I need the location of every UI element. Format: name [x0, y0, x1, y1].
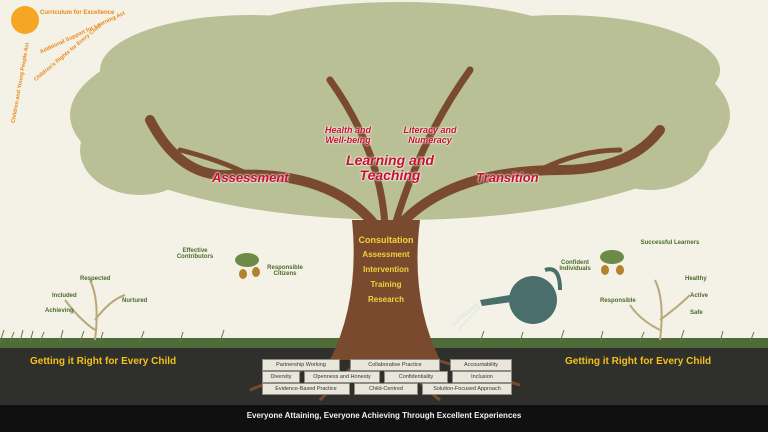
value-collaborative: Collaborative Practice [350, 359, 440, 371]
indicator-safe: Safe [690, 310, 703, 316]
canopy [70, 2, 730, 220]
value-accountability: Accountability [450, 359, 512, 371]
value-openness: Openness and Honesty [304, 371, 380, 383]
indicator-active: Active [690, 293, 709, 299]
indicator-responsible: Responsible [600, 298, 636, 304]
label-literacy: Literacy and Numeracy [403, 125, 457, 145]
watering-can-icon [451, 267, 562, 331]
indicator-included: Included [52, 293, 77, 299]
label-learning: Learning and Teaching [346, 152, 434, 183]
tree-trunk [330, 220, 440, 360]
branches [145, 66, 665, 230]
girfec-right: Getting it Right for Every Child [565, 356, 712, 367]
capacity-successful: Successful Learners [640, 240, 700, 246]
trunk-training: Training [370, 280, 402, 289]
trunk-research: Research [367, 295, 405, 304]
girfec-left: Getting it Right for Every Child [30, 356, 177, 367]
label-assessment: Assessment [212, 170, 289, 185]
trunk-assessment: Assessment [362, 250, 410, 259]
footer-tagline: Everyone Attaining, Everyone Achieving T… [0, 405, 768, 432]
acorn-icon [235, 250, 624, 279]
sun-text-1: Curriculum for Excellence [40, 10, 115, 16]
grass-icon [0, 329, 755, 343]
indicator-healthy: Healthy [685, 276, 707, 282]
capacity-effective: Effective Contributors [176, 248, 214, 260]
value-partnership: Partnership Working [262, 359, 340, 371]
label-health: Health and Well-being [324, 125, 371, 145]
trunk-label-group: Consultation Assessment Intervention Tra… [330, 235, 442, 315]
capacity-confident: Confident Individuals [559, 260, 591, 272]
value-confidentiality: Confidentiality [384, 371, 448, 383]
value-inclusion: Inclusion [452, 371, 512, 383]
value-solution: Solution-Focused Approach [422, 383, 512, 395]
sapling-icon [64, 279, 691, 341]
capacity-responsible: Responsible Citizens [267, 265, 303, 277]
value-child-centred: Child-Centred [354, 383, 418, 395]
value-evidence: Evidence-Based Practice [262, 383, 350, 395]
value-diversity: Diversity [262, 371, 300, 383]
indicator-respected: Respected [80, 276, 111, 282]
sun-icon [11, 6, 39, 34]
indicator-nurtured: Nurtured [122, 298, 148, 304]
label-transition: Transition [476, 170, 539, 185]
trunk-intervention: Intervention [363, 265, 409, 274]
trunk-consultation: Consultation [358, 235, 414, 245]
indicator-achieving: Achieving [45, 308, 74, 314]
